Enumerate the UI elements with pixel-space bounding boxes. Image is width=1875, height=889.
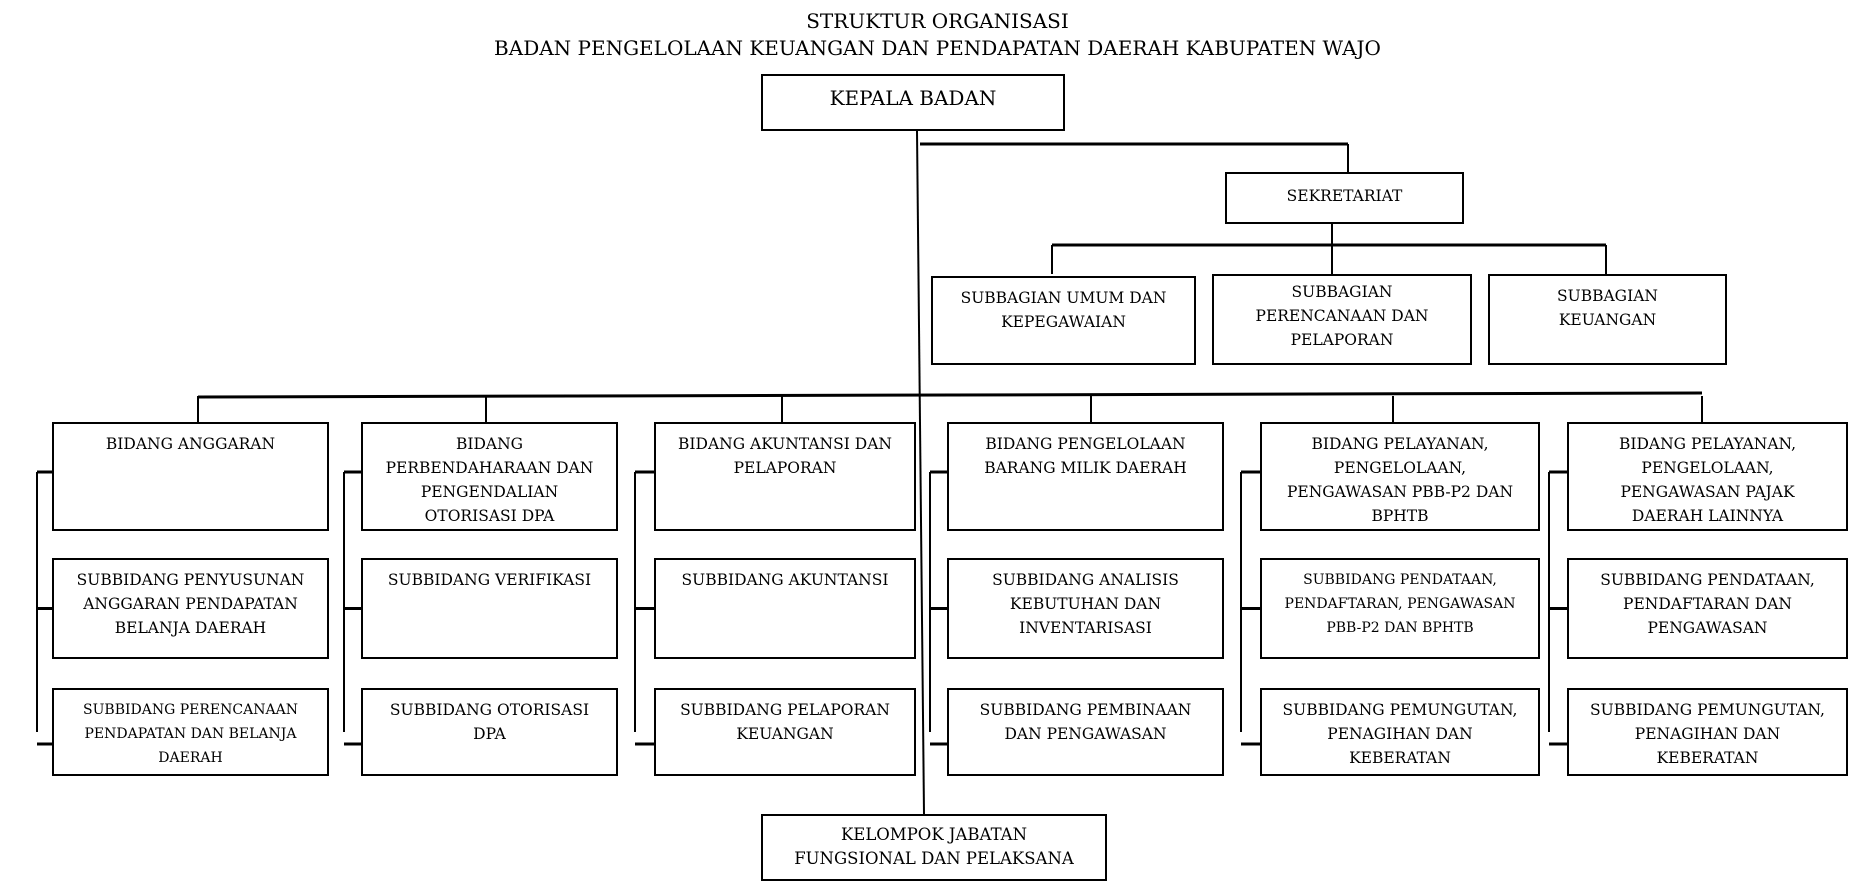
subdivision-box: SUBBIDANG AKUNTANSI (654, 558, 916, 659)
subdivision-box: SUBBIDANG PENYUSUNAN ANGGARAN PENDAPATAN… (52, 558, 329, 659)
subdivision-box: SUBBIDANG PENDATAAN, PENDAFTARAN, PENGAW… (1260, 558, 1540, 659)
subdivision-box: SUBBIDANG PENDATAAN, PENDAFTARAN DAN PEN… (1567, 558, 1848, 659)
chart-title: STRUKTUR ORGANISASI (806, 9, 1069, 33)
functional-group-box: KELOMPOK JABATAN FUNGSIONAL DAN PELAKSAN… (761, 814, 1107, 881)
chart-subtitle: BADAN PENGELOLAAN KEUANGAN DAN PENDAPATA… (494, 36, 1381, 60)
division-box: BIDANG PELAYANAN, PENGELOLAAN, PENGAWASA… (1260, 422, 1540, 531)
subdivision-box: SUBBIDANG PEMUNGUTAN, PENAGIHAN DAN KEBE… (1567, 688, 1848, 776)
division-box: BIDANG PELAYANAN, PENGELOLAAN, PENGAWASA… (1567, 422, 1848, 531)
subsection-box: SUBBAGIAN UMUM DAN KEPEGAWAIAN (931, 276, 1196, 365)
subdivision-box: SUBBIDANG PERENCANAAN PENDAPATAN DAN BEL… (52, 688, 329, 776)
subdivision-box: SUBBIDANG ANALISIS KEBUTUHAN DAN INVENTA… (947, 558, 1224, 659)
division-box: BIDANG PENGELOLAAN BARANG MILIK DAERAH (947, 422, 1224, 531)
secretariat-box: SEKRETARIAT (1225, 172, 1464, 224)
subsection-box: SUBBAGIAN PERENCANAAN DAN PELAPORAN (1212, 274, 1472, 365)
subdivision-box: SUBBIDANG PEMUNGUTAN, PENAGIHAN DAN KEBE… (1260, 688, 1540, 776)
division-box: BIDANG AKUNTANSI DAN PELAPORAN (654, 422, 916, 531)
division-box: BIDANG PERBENDAHARAAN DAN PENGENDALIAN O… (361, 422, 618, 531)
division-box: BIDANG ANGGARAN (52, 422, 329, 531)
subdivision-box: SUBBIDANG PEMBINAAN DAN PENGAWASAN (947, 688, 1224, 776)
subdivision-box: SUBBIDANG PELAPORAN KEUANGAN (654, 688, 916, 776)
subsection-box: SUBBAGIAN KEUANGAN (1488, 274, 1727, 365)
subdivision-box: SUBBIDANG VERIFIKASI (361, 558, 618, 659)
subdivision-box: SUBBIDANG OTORISASI DPA (361, 688, 618, 776)
head-box: KEPALA BADAN (761, 74, 1065, 131)
